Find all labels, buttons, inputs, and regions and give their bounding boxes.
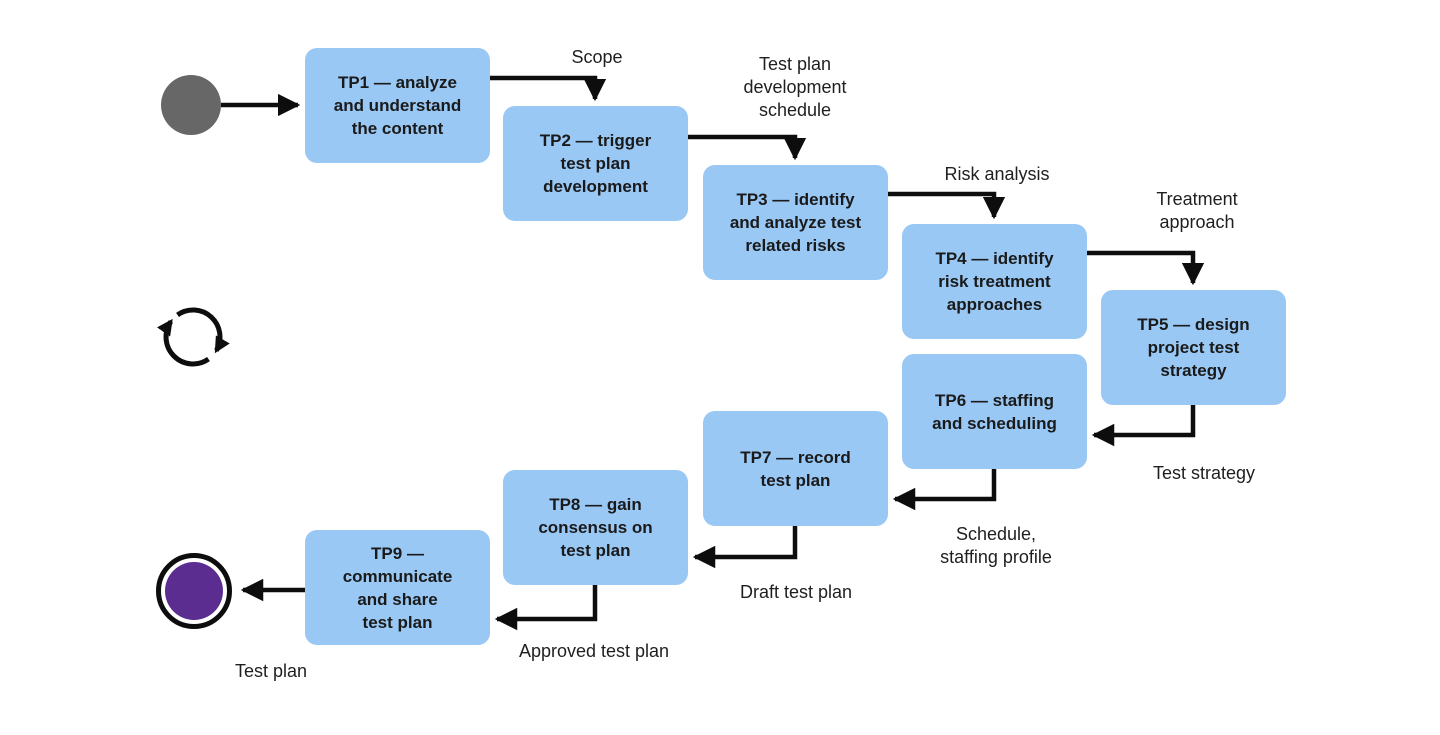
end-node-core [165,562,223,620]
edge-label-risk-analysis: Risk analysis [944,164,1050,184]
edge-label-approved-test-plan: Approved test plan [518,641,670,661]
edge-label-treatment-approach: Treatment approach [1156,189,1238,232]
edge-label-schedule-staffing-profile: Schedule, staffing profile [940,524,1052,567]
edge-tp8-tp9 [494,585,598,631]
node-tp2: TP2 — trigger test plan development [503,106,688,221]
edge-tp1-tp2 [490,75,607,102]
edge-tp3-tp4 [888,191,1006,220]
node-tp1: TP1 — analyze and understand the content [305,48,490,163]
node-tp7: TP7 — record test plan [703,411,888,526]
edge-tp7-tp8 [692,526,798,569]
edge-tp2-tp3 [688,134,807,161]
edge-label-test-strategy: Test strategy [1152,463,1256,483]
edge-tp6-tp7 [892,469,997,511]
end-node [156,553,232,629]
edge-tp5-tp6 [1091,405,1196,447]
node-tp8: TP8 — gain consensus on test plan [503,470,688,585]
edge-label-test-plan: Test plan [234,661,308,681]
edge-label-scope: Scope [571,47,623,67]
start-node [161,75,221,135]
node-tp3: TP3 — identify and analyze test related … [703,165,888,280]
node-tp5: TP5 — design project test strategy [1101,290,1286,405]
edge-label-draft-test-plan: Draft test plan [739,582,853,602]
node-tp4: TP4 — identify risk treatment approaches [902,224,1087,339]
edge-label-test-plan-development-schedule: Test plan development schedule [743,54,847,120]
node-tp6: TP6 — staffing and scheduling [902,354,1087,469]
cycle-icon [157,307,230,367]
edge-tp4-tp5 [1087,250,1205,286]
node-tp9: TP9 — communicate and share test plan [305,530,490,645]
